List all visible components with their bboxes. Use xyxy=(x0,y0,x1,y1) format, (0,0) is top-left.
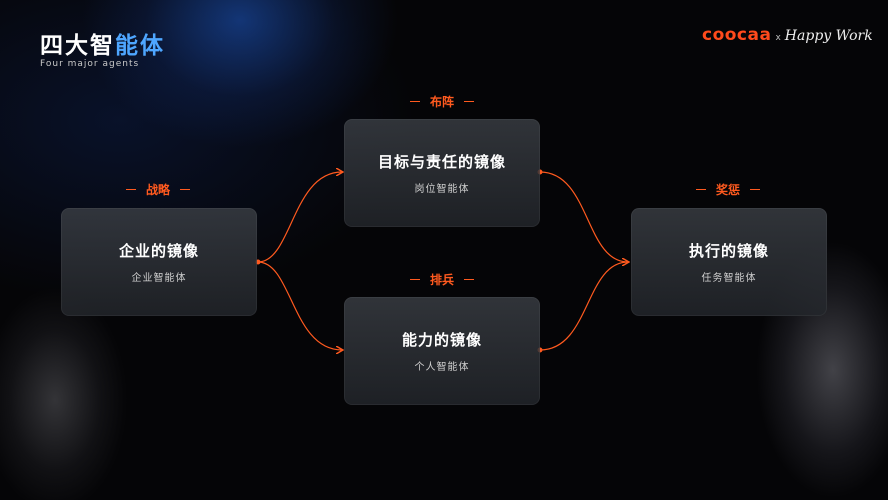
connector-ability-to-execution xyxy=(539,261,629,351)
brand-separator: x xyxy=(775,33,781,43)
tag-strategy-label: 战略 xyxy=(145,183,170,197)
tag-deploy-label: 布阵 xyxy=(429,95,454,109)
tag-strategy: 战略 xyxy=(108,181,208,198)
tag-deploy: 布阵 xyxy=(392,93,492,110)
tag-reward-label: 奖惩 xyxy=(715,183,740,197)
card-ability-title: 能力的镜像 xyxy=(401,331,482,349)
connector-goal-to-execution xyxy=(539,171,628,262)
card-enterprise-subtitle: 企业智能体 xyxy=(131,273,187,284)
tag-dash xyxy=(409,101,420,102)
tag-dash xyxy=(695,189,706,190)
connector-enterprise-to-ability xyxy=(257,261,342,350)
page-subtitle: Four major agents xyxy=(40,59,140,69)
tag-dash xyxy=(464,279,474,280)
title-accent: 能体 xyxy=(115,33,165,59)
card-ability-subtitle: 个人智能体 xyxy=(414,362,470,373)
brand-coocaa-logo: coocaa xyxy=(702,25,772,45)
tag-dash xyxy=(180,189,190,190)
card-execution-title: 执行的镜像 xyxy=(688,242,769,260)
tag-reward: 奖惩 xyxy=(678,181,778,198)
card-enterprise: 企业的镜像 企业智能体 xyxy=(61,208,257,316)
title-main: 四大智 xyxy=(40,33,115,59)
tag-dash xyxy=(125,189,136,190)
page-title: 四大智能体 xyxy=(40,26,165,60)
card-goal-title: 目标与责任的镜像 xyxy=(377,153,506,171)
tag-troops-label: 排兵 xyxy=(429,273,454,287)
card-enterprise-title: 企业的镜像 xyxy=(118,242,199,260)
tag-troops: 排兵 xyxy=(392,271,492,288)
connector-enterprise-to-goal xyxy=(257,172,342,263)
brand-logo: coocaa x Happy Work xyxy=(702,25,873,47)
tag-dash xyxy=(750,189,760,190)
card-execution-subtitle: 任务智能体 xyxy=(701,273,757,284)
brand-partner-logo: Happy Work xyxy=(784,28,873,44)
tag-dash xyxy=(409,279,420,280)
card-goal-subtitle: 岗位智能体 xyxy=(414,184,470,195)
tag-dash xyxy=(464,101,474,102)
card-goal: 目标与责任的镜像 岗位智能体 xyxy=(344,119,540,227)
card-execution: 执行的镜像 任务智能体 xyxy=(631,208,827,316)
card-ability: 能力的镜像 个人智能体 xyxy=(344,297,540,405)
